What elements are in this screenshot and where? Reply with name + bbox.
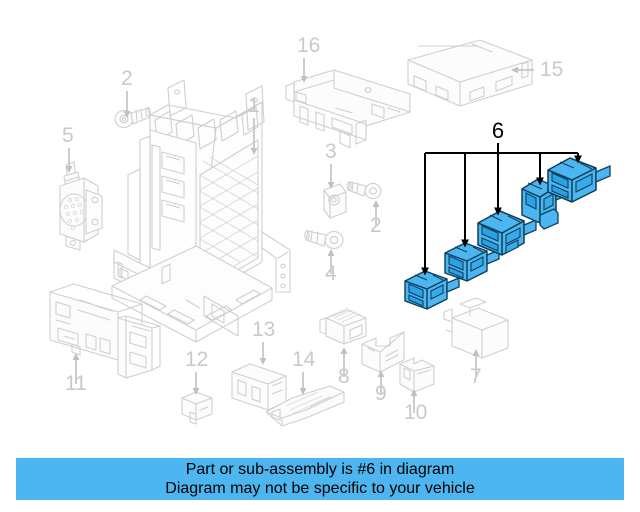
part-16-control-module bbox=[285, 69, 411, 149]
highlighted-parts-group-6 bbox=[404, 157, 611, 310]
callout-label-15: 15 bbox=[540, 58, 563, 81]
part-2-bolt-lower bbox=[346, 181, 382, 200]
caption-bar: Part or sub-assembly is #6 in diagram Di… bbox=[16, 458, 624, 500]
part-8-connector bbox=[319, 307, 367, 345]
callout-label-6: 6 bbox=[492, 118, 504, 143]
part-7-relay bbox=[443, 297, 509, 359]
callout-label-5: 5 bbox=[62, 124, 74, 147]
part-9-connector-housing bbox=[361, 331, 405, 373]
callout-label-3: 3 bbox=[325, 140, 337, 163]
callout-label-10: 10 bbox=[404, 401, 427, 424]
caption-line-2: Diagram may not be specific to your vehi… bbox=[165, 480, 475, 497]
part-15-ecu-module bbox=[407, 39, 533, 107]
part-1-fuse-box-housing bbox=[111, 79, 291, 343]
callout-label-11: 11 bbox=[65, 372, 87, 395]
part-14-connector-strip bbox=[265, 385, 345, 427]
highlighted-connector-2 bbox=[444, 242, 500, 282]
highlighted-connector-5 bbox=[547, 157, 611, 203]
part-13-relay bbox=[231, 363, 287, 411]
callout-label-1: 1 bbox=[248, 94, 260, 117]
caption-line-1: Part or sub-assembly is #6 in diagram bbox=[185, 461, 455, 478]
callout-label-8: 8 bbox=[338, 365, 350, 388]
callout-label-13: 13 bbox=[252, 318, 275, 341]
callout-label-16: 16 bbox=[297, 34, 320, 57]
part-10-small-connector bbox=[399, 357, 435, 393]
callout-label-2b: 2 bbox=[370, 214, 382, 237]
highlighted-connector-3 bbox=[477, 210, 537, 256]
part-12-connector bbox=[181, 391, 213, 425]
gray-outline-parts bbox=[49, 39, 533, 427]
part-11-fuse-block bbox=[49, 283, 161, 379]
part-5-actuator-motor bbox=[59, 161, 103, 251]
part-3-bracket bbox=[323, 183, 347, 219]
part-4-bolt bbox=[304, 230, 344, 250]
callout-label-4: 4 bbox=[325, 262, 337, 285]
leader-line-part-6 bbox=[421, 143, 582, 276]
callout-label-2: 2 bbox=[121, 67, 133, 90]
highlighted-connector-1 bbox=[404, 270, 460, 310]
part-2-bolt-upper bbox=[114, 107, 151, 129]
callout-label-7: 7 bbox=[470, 365, 482, 388]
callout-label-14: 14 bbox=[292, 348, 316, 371]
callout-label-12: 12 bbox=[185, 348, 208, 371]
callout-label-9: 9 bbox=[375, 382, 387, 405]
callout-arrows bbox=[65, 58, 534, 413]
